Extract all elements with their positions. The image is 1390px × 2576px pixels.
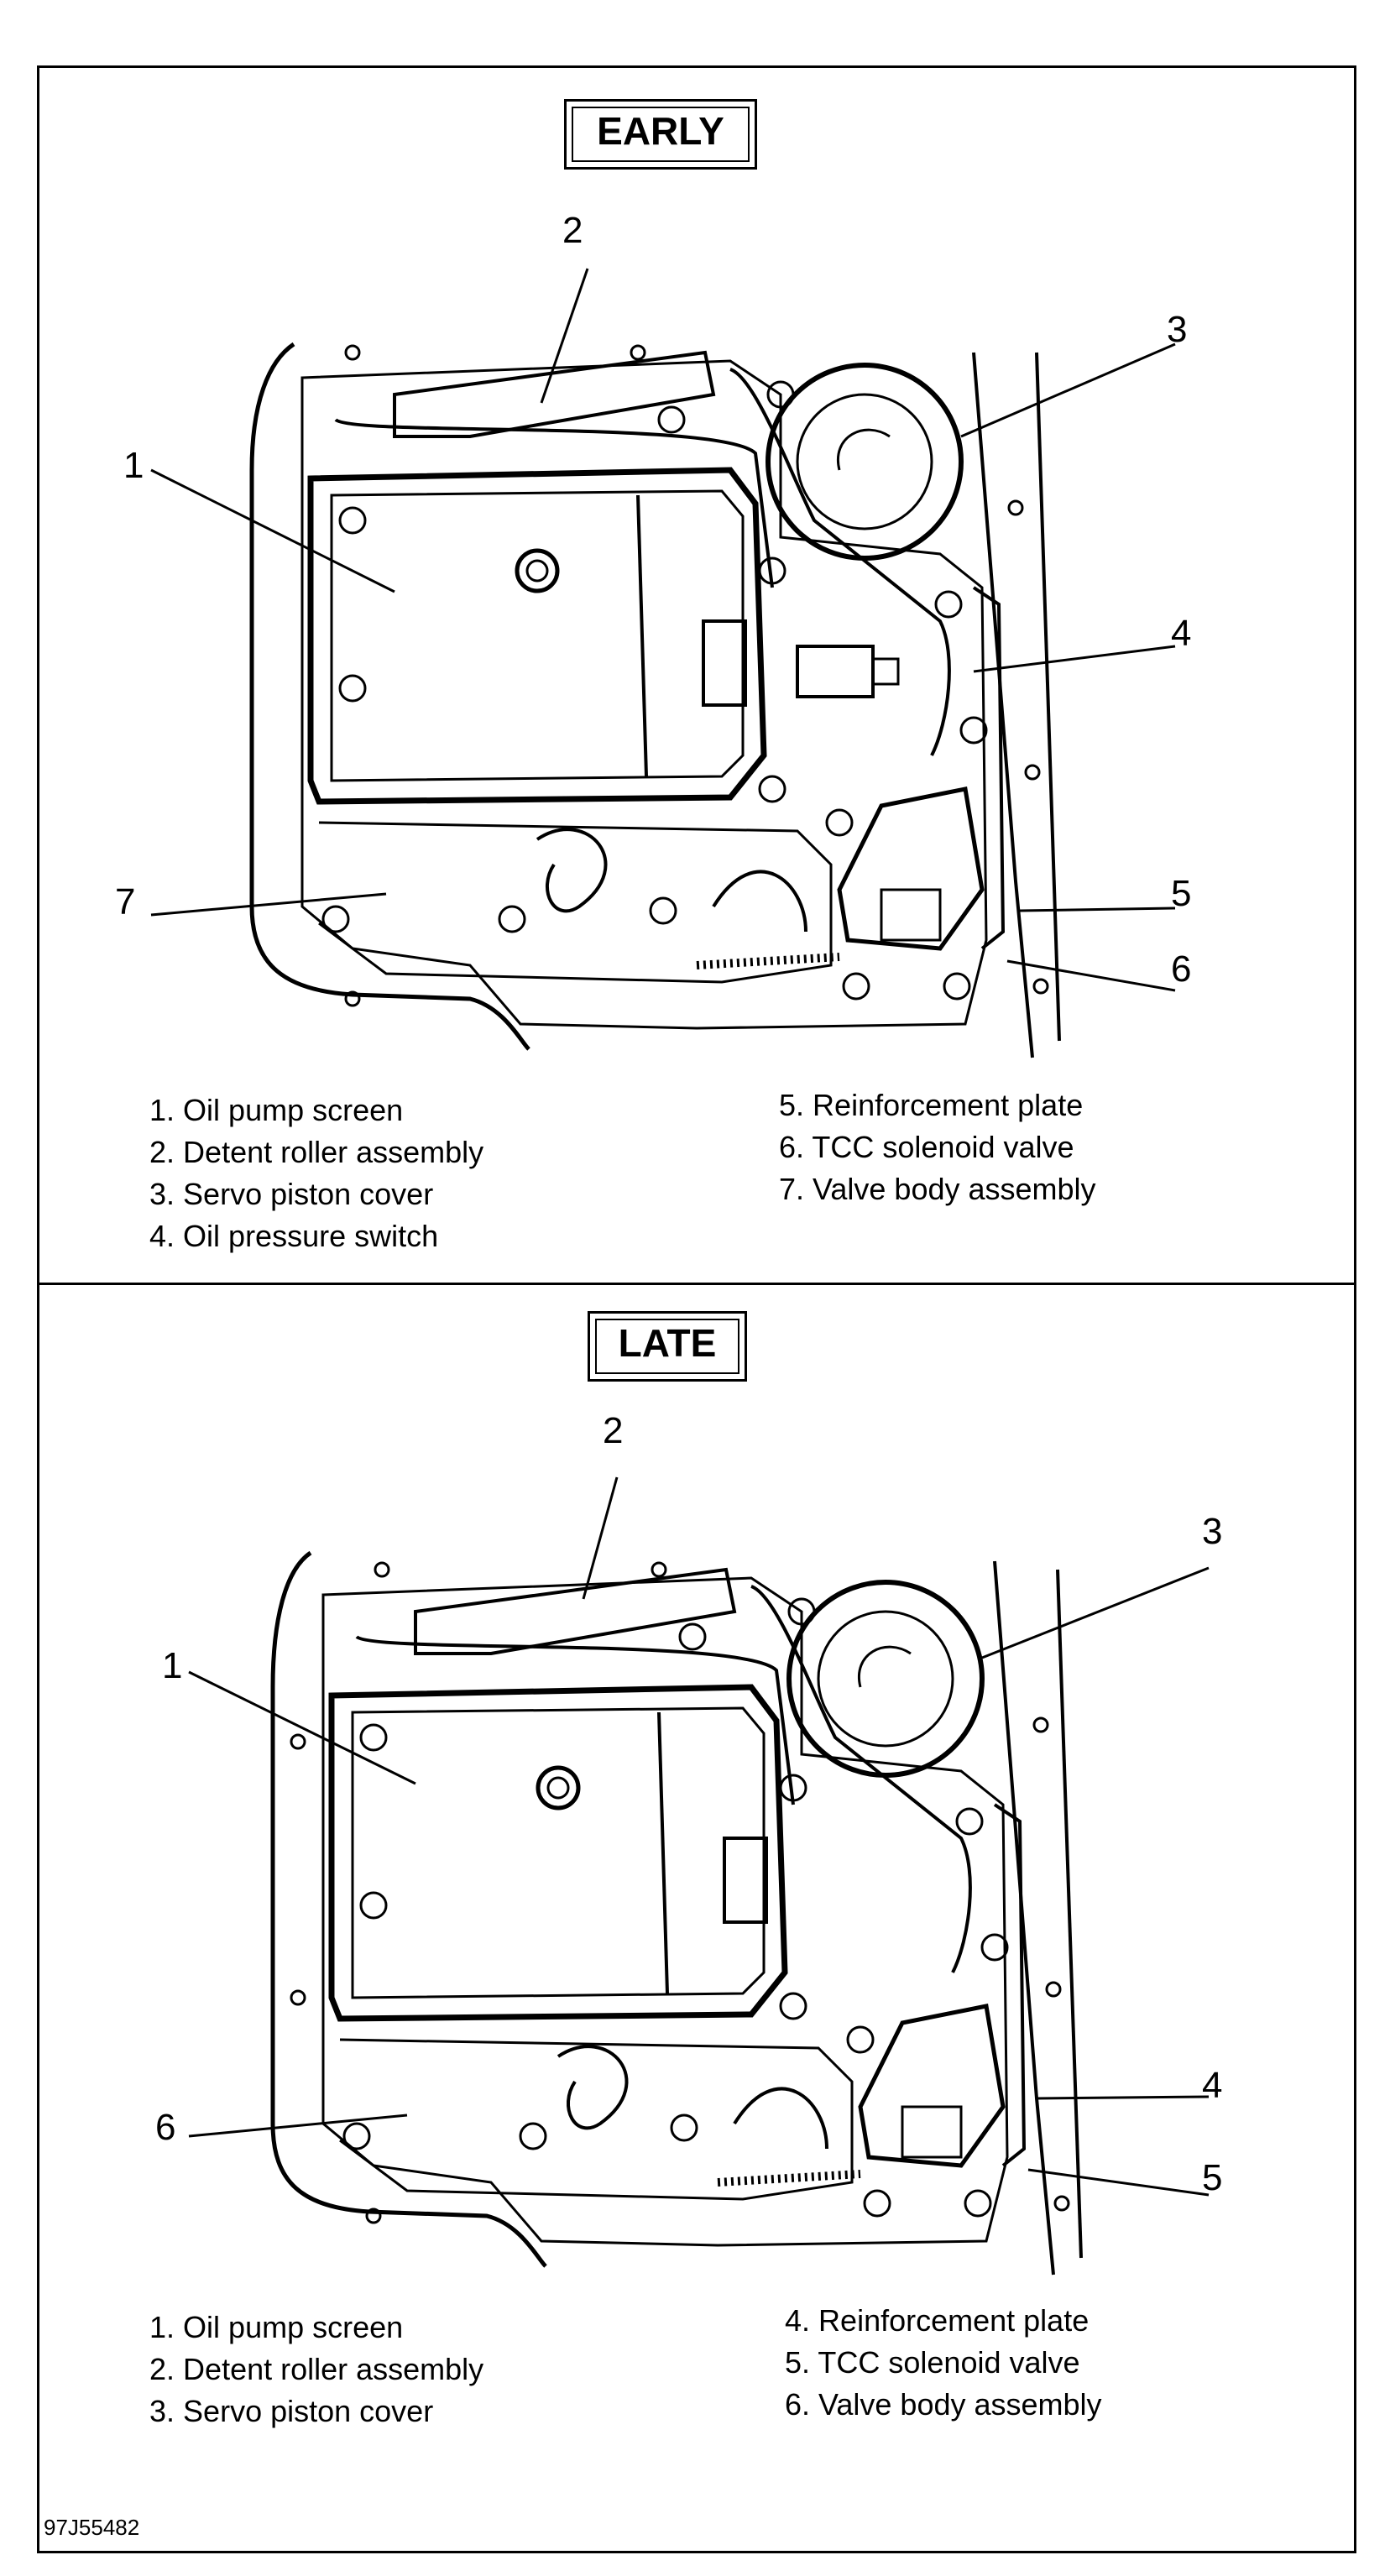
early-callout-2: 2 <box>562 210 583 251</box>
figure-frame <box>37 65 1356 2553</box>
late-leader-lines <box>188 1476 1210 2197</box>
early-oil-pressure-switch <box>796 645 875 698</box>
late-diagram <box>188 1476 1210 2276</box>
late-legend-item-6: 6. Valve body assembly <box>785 2387 1102 2422</box>
early-legend-item-4: 4. Oil pressure switch <box>149 1219 439 1253</box>
early-title-inner-border <box>572 107 750 162</box>
early-reinforcement-plate <box>972 586 1006 950</box>
early-legend-item-5: 5. Reinforcement plate <box>779 1088 1084 1122</box>
early-bolts <box>321 380 988 1001</box>
late-valve-body <box>339 2038 854 2201</box>
early-callout-3: 3 <box>1167 309 1188 350</box>
late-reinforcement-plate <box>993 1803 1027 2167</box>
late-case-right-edge <box>993 1560 1055 2276</box>
late-legend-item-4: 4. Reinforcement plate <box>785 2303 1090 2338</box>
late-detent-roller <box>414 1567 737 1655</box>
early-case-right-edge <box>972 352 1034 1058</box>
late-tcc-solenoid <box>858 2004 1006 2168</box>
early-servo-piston-cover <box>766 363 964 561</box>
early-legend-item-6: 6. TCC solenoid valve <box>779 1130 1074 1164</box>
figure-id: 97J55482 <box>44 2515 140 2540</box>
early-legend-item-1: 1. Oil pump screen <box>149 1093 404 1127</box>
early-callout-7: 7 <box>115 881 136 922</box>
late-case-holes <box>290 1561 1070 2224</box>
early-oil-pump-screen <box>307 467 767 805</box>
late-title-inner-border <box>595 1319 739 1374</box>
early-callout-4: 4 <box>1171 613 1192 654</box>
early-detent-roller <box>393 350 716 438</box>
late-legend-item-5: 5. TCC solenoid valve <box>785 2345 1080 2380</box>
late-callout-5: 5 <box>1202 2157 1223 2198</box>
early-callout-1: 1 <box>123 445 144 486</box>
early-title: EARLY <box>597 109 724 153</box>
late-title-badge: LATE <box>588 1311 747 1382</box>
early-case-outline <box>249 342 530 1051</box>
late-callout-4: 4 <box>1202 2065 1223 2106</box>
late-callout-1: 1 <box>162 1645 183 1686</box>
early-valve-body <box>318 821 833 984</box>
late-legend-item-3: 3. Servo piston cover <box>149 2394 434 2428</box>
late-case-far-right-edge <box>1056 1569 1083 2259</box>
early-case-far-right-edge <box>1035 352 1061 1042</box>
late-legend-left: 1. Oil pump screen 2. Detent roller asse… <box>149 2307 483 2432</box>
early-legend-right: 5. Reinforcement plate 6. TCC solenoid v… <box>779 1084 1096 1210</box>
early-legend-item-2: 2. Detent roller assembly <box>149 1135 484 1169</box>
late-oil-pump-screen <box>328 1684 788 2022</box>
late-title: LATE <box>618 1321 717 1365</box>
early-legend-left: 1. Oil pump screen 2. Detent roller asse… <box>149 1089 483 1257</box>
late-legend-right: 4. Reinforcement plate 5. TCC solenoid v… <box>785 2300 1102 2426</box>
early-leader-lines <box>150 268 1176 992</box>
early-legend-item-7: 7. Valve body assembly <box>779 1172 1096 1206</box>
late-legend-item-1: 1. Oil pump screen <box>149 2310 404 2344</box>
late-callout-3: 3 <box>1202 1511 1223 1552</box>
panel-divider <box>37 1283 1356 1285</box>
early-tcc-solenoid <box>837 786 985 951</box>
late-bolts <box>342 1597 1009 2218</box>
late-callout-6: 6 <box>155 2107 176 2148</box>
early-case-holes <box>344 344 1049 1007</box>
late-servo-piston-cover <box>786 1580 985 1778</box>
early-callout-6: 6 <box>1171 948 1192 990</box>
late-callout-2: 2 <box>603 1410 624 1451</box>
early-title-badge: EARLY <box>564 99 757 170</box>
early-legend-item-3: 3. Servo piston cover <box>149 1177 434 1211</box>
late-legend-item-2: 2. Detent roller assembly <box>149 2352 484 2386</box>
early-callout-5: 5 <box>1171 873 1192 914</box>
early-diagram <box>150 268 1176 1058</box>
late-case-outline <box>270 1550 547 2268</box>
